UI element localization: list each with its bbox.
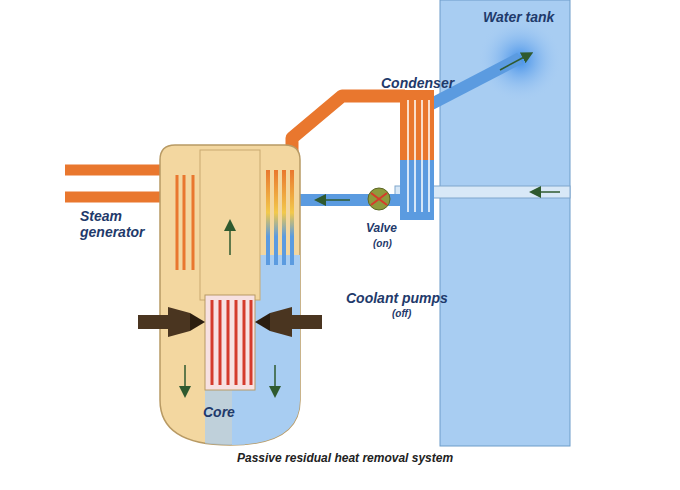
coolant-pumps	[138, 307, 322, 337]
water-tank	[440, 0, 570, 446]
part-label: Core	[203, 404, 235, 420]
caption: Passive residual heat removal system	[237, 452, 453, 466]
flow-arrow	[320, 199, 350, 201]
flow-arrows	[185, 225, 275, 392]
part-label: Condenser	[381, 75, 454, 91]
warm-water-glow	[478, 18, 562, 102]
part-label: Coolant pumps	[346, 290, 448, 306]
valve-mark	[371, 193, 387, 205]
steam-generator-tubes	[177, 175, 193, 270]
core	[205, 295, 255, 390]
feed-pipe	[65, 197, 172, 270]
valve	[368, 188, 390, 210]
tank-label: Water tank	[483, 9, 554, 25]
flow-arrow	[500, 55, 528, 70]
condenser	[400, 90, 434, 220]
state-label: (on)	[373, 238, 392, 250]
hot-pipe	[292, 96, 405, 152]
part-label: Valve	[366, 222, 397, 236]
condenser-side-tubes	[268, 170, 292, 265]
flow-arrow	[535, 191, 560, 193]
condenser-tubes	[408, 100, 429, 212]
riser	[200, 150, 260, 300]
part-label: Steam generator	[80, 208, 160, 240]
fuel-rods	[212, 300, 251, 385]
state-label: (off)	[392, 308, 411, 320]
